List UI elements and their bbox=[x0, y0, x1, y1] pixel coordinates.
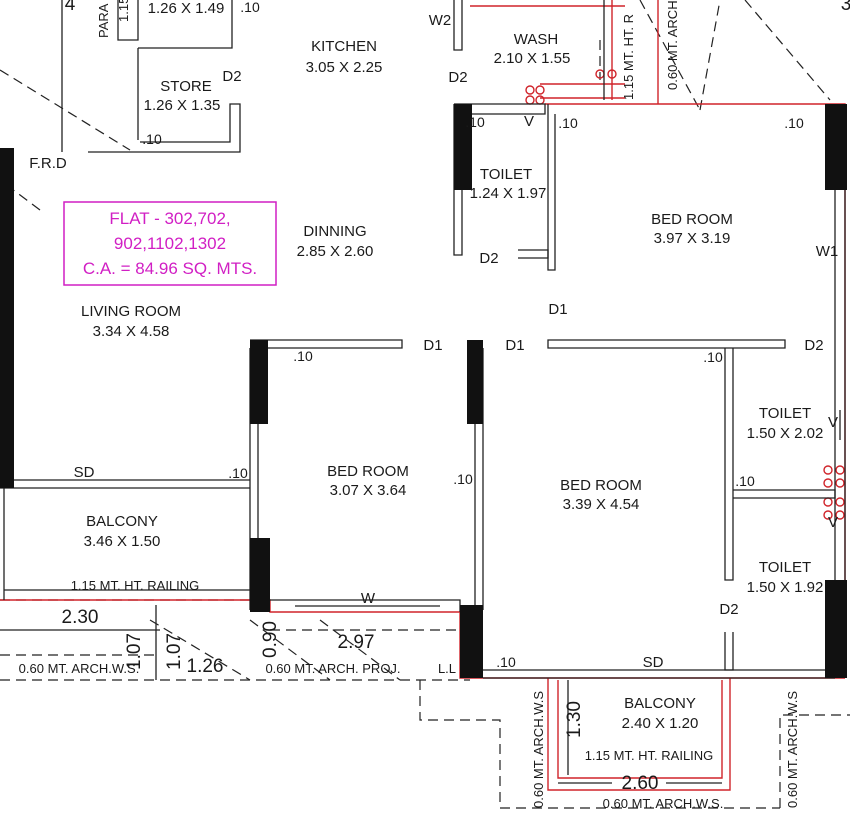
window-w1: W1 bbox=[816, 243, 839, 260]
ten-mark: .10 bbox=[735, 473, 755, 489]
columns bbox=[0, 104, 847, 678]
dimensions: 2.30 1.07 1.07 1.26 0.90 2.97 1.30 2.60 bbox=[0, 605, 722, 794]
living-name: LIVING ROOM bbox=[81, 303, 181, 320]
toilet2-name: TOILET bbox=[759, 405, 811, 422]
arch-ws-note-left: 0.60 MT. ARCH.W.S. bbox=[19, 661, 140, 676]
dim-130: 1.30 bbox=[564, 701, 585, 738]
ten-mark: .10 bbox=[703, 349, 723, 365]
railing-note-balcony1: 1.15 MT. HT. RAILING bbox=[71, 578, 200, 593]
ten-mark: .10 bbox=[293, 348, 313, 364]
ten-mark: .10 bbox=[558, 115, 578, 131]
ten-mark: .10 bbox=[240, 0, 260, 15]
bed1-name: BED ROOM bbox=[651, 211, 733, 228]
window-w2: W2 bbox=[429, 12, 452, 29]
kitchen-name: KITCHEN bbox=[311, 38, 377, 55]
flat-info-border bbox=[63, 201, 277, 286]
door-d1-bed1: D1 bbox=[548, 301, 567, 318]
bed3-name: BED ROOM bbox=[560, 477, 642, 494]
opening-marks: D2 D2 W2 D2 D1 W1 D1 D1 D2 D2 W SD SD V … bbox=[29, 12, 838, 671]
toilet1-name: TOILET bbox=[480, 166, 532, 183]
dim-126: 1.26 bbox=[187, 656, 224, 677]
kitchen-size: 3.05 X 2.25 bbox=[306, 59, 383, 76]
toilet3-size: 1.50 X 1.92 bbox=[747, 579, 824, 596]
railing-vertical-note: 1.15 MT. HT. R bbox=[621, 14, 636, 100]
toilet3-name: TOILET bbox=[759, 559, 811, 576]
wall-thickness-marks: .10 .10 .10 .10 .10 .10 .10 .10 .10 .10 … bbox=[142, 0, 804, 670]
window-w-bed2: W bbox=[361, 590, 376, 607]
living-size: 3.34 X 4.58 bbox=[93, 323, 170, 340]
ten-mark: .10 bbox=[496, 654, 516, 670]
frd-label: F.R.D bbox=[29, 155, 67, 172]
toilet1-size: 1.24 X 1.97 bbox=[470, 185, 547, 202]
railing-note-balcony2: 1.15 MT. HT. RAILING bbox=[585, 748, 714, 763]
flat-info-box: FLAT - 302,702, 902,1102,1302 C.A. = 84.… bbox=[63, 201, 277, 286]
dim-107-a: 1.07 bbox=[124, 633, 145, 670]
door-d2-toilet1: D2 bbox=[479, 250, 498, 267]
bed2-name: BED ROOM bbox=[327, 463, 409, 480]
balcony2-size: 2.40 X 1.20 bbox=[622, 715, 699, 732]
balcony2-name: BALCONY bbox=[624, 695, 696, 712]
arch-ws-vertical-left: 0.60 MT. ARCH.W.S bbox=[531, 691, 546, 808]
door-d2-wash: D2 bbox=[448, 69, 467, 86]
door-d2-toilet2: D2 bbox=[804, 337, 823, 354]
ten-mark: .10 bbox=[784, 115, 804, 131]
flat-numbers-line1: FLAT - 302,702, bbox=[109, 209, 230, 228]
annotations: 1.15 MT. HT. RAILING 1.15 MT. HT. RAILIN… bbox=[19, 0, 850, 811]
dinning-size: 2.85 X 2.60 bbox=[297, 243, 374, 260]
dim-090: 0.90 bbox=[260, 621, 281, 658]
sliding-door-living: SD bbox=[74, 464, 95, 481]
dim-four-edge: 4 bbox=[65, 0, 76, 15]
vent-toilet3: V bbox=[828, 514, 838, 531]
ten-mark: .10 bbox=[465, 114, 485, 130]
door-d2-toilet3: D2 bbox=[719, 601, 738, 618]
dim-107-b: 1.07 bbox=[164, 633, 185, 670]
bed2-size: 3.07 X 3.64 bbox=[330, 482, 407, 499]
ten-mark: .10 bbox=[142, 131, 162, 147]
dim-297: 2.97 bbox=[338, 632, 375, 653]
dim-115-vertical: 1.15 bbox=[116, 0, 131, 22]
store-name: STORE bbox=[160, 78, 211, 95]
room-labels: KITCHEN 3.05 X 2.25 WASH 2.10 X 1.55 1.2… bbox=[81, 0, 823, 732]
door-d2-store: D2 bbox=[222, 68, 241, 85]
para-label: PARA bbox=[96, 3, 111, 38]
bed1-size: 3.97 X 3.19 bbox=[654, 230, 731, 247]
arch-proj-note: 0.60 MT. ARCH. PROJ. bbox=[265, 661, 400, 676]
store-top-size: 1.26 X 1.49 bbox=[148, 0, 225, 17]
vent-toilet2: V bbox=[828, 414, 838, 431]
door-d1-bed2: D1 bbox=[423, 337, 442, 354]
dinning-name: DINNING bbox=[303, 223, 366, 240]
flat-numbers-line2: 902,1102,1302 bbox=[114, 234, 226, 253]
door-d1-bed3: D1 bbox=[505, 337, 524, 354]
toilet2-size: 1.50 X 2.02 bbox=[747, 425, 824, 442]
arch-ws-vertical-right: 0.60 MT. ARCH.W.S bbox=[785, 691, 800, 808]
ten-mark: .10 bbox=[453, 471, 473, 487]
dim-230: 2.30 bbox=[62, 607, 99, 628]
arch-vertical-note: 0.60 MT. ARCH bbox=[665, 0, 680, 90]
ten-mark: .10 bbox=[228, 465, 248, 481]
store-size: 1.26 X 1.35 bbox=[144, 97, 221, 114]
balcony1-size: 3.46 X 1.50 bbox=[84, 533, 161, 550]
balcony1-name: BALCONY bbox=[86, 513, 158, 530]
bed3-size: 3.39 X 4.54 bbox=[563, 496, 640, 513]
arch-ws-note-bottom: 0.60 MT. ARCH.W.S. bbox=[603, 796, 724, 811]
vent-toilet1: V bbox=[524, 113, 534, 130]
carpet-area: C.A. = 84.96 SQ. MTS. bbox=[83, 259, 257, 278]
ll-label: L.L bbox=[438, 661, 456, 676]
sliding-door-bed3: SD bbox=[643, 654, 664, 671]
wash-name: WASH bbox=[514, 31, 558, 48]
dim-three-edge: 3 bbox=[841, 0, 850, 15]
wash-size: 2.10 X 1.55 bbox=[494, 50, 571, 67]
dim-260: 2.60 bbox=[622, 773, 659, 794]
